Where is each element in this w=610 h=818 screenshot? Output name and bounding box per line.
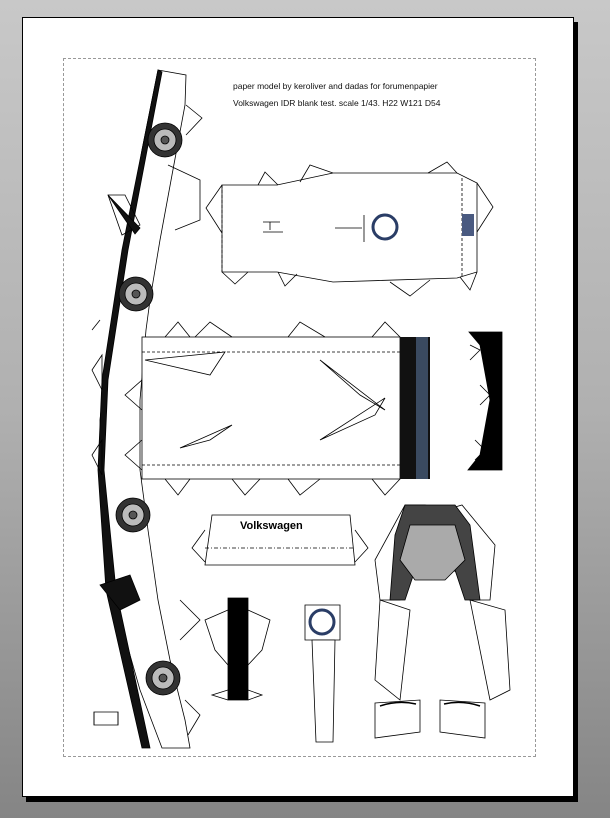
small-parts	[93, 597, 486, 743]
hood-label: Volkswagen	[240, 520, 303, 532]
side-body-part	[91, 69, 203, 749]
roof-part	[205, 161, 494, 297]
rear-wing-part	[467, 331, 503, 471]
title-line: Volkswagen IDR blank test. scale 1/43. H…	[233, 98, 441, 108]
front-bumper-part	[374, 504, 511, 701]
wheel-icon	[115, 122, 183, 696]
hood-part	[191, 514, 369, 566]
r-logo-icon	[462, 214, 474, 236]
credit-line: paper model by keroliver and dadas for f…	[233, 81, 438, 91]
chassis-part	[124, 321, 430, 496]
vw-logo-icon	[371, 213, 399, 241]
print-margin-guide	[63, 58, 536, 757]
vw-logo-icon	[308, 608, 336, 636]
